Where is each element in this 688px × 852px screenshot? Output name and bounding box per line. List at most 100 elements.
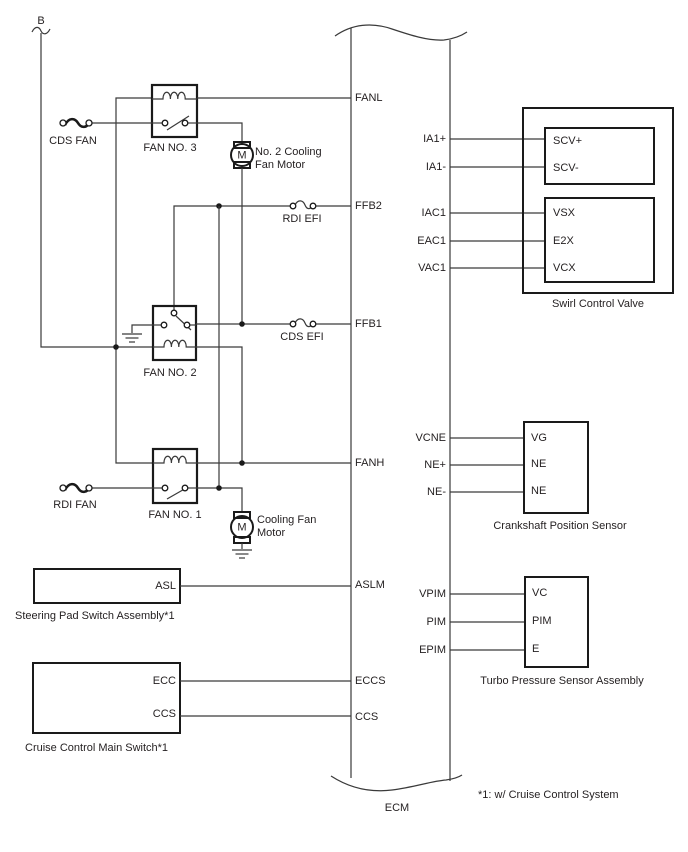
- ecm-pin-vac1: VAC1: [418, 262, 446, 274]
- wire-fan3-to-no2motor: [197, 122, 243, 144]
- motor-terminal-cap: [233, 511, 251, 519]
- ecm-pin-pim: PIM: [426, 616, 446, 628]
- motor-m-symbol: M: [237, 522, 246, 534]
- ecm-label: ECM: [385, 802, 409, 814]
- turbo-pin-pim: PIM: [532, 615, 552, 627]
- steering-pad-switch-label: Steering Pad Switch Assembly*1: [15, 610, 175, 622]
- junction-dot: [239, 460, 245, 466]
- wire-fan2coil-to-fanh: [196, 346, 243, 463]
- ecm-pin-neplus: NE+: [424, 459, 446, 471]
- ecm-pin-fanl: FANL: [355, 92, 383, 104]
- swirl-pin-scvplus: SCV+: [553, 135, 582, 147]
- wire-fan1-to-motor: [197, 487, 243, 513]
- fan-no2-relay-box: [151, 304, 198, 362]
- crankshaft-position-sensor-box: [523, 421, 589, 514]
- turbo-pin-vc: VC: [532, 587, 547, 599]
- swirl-inner-box-scv: [544, 127, 655, 185]
- ecm-pin-epim: EPIM: [419, 644, 446, 656]
- cds-efi-label: CDS EFI: [280, 331, 323, 343]
- no2-cooling-fan-motor-label-line2: Fan Motor: [255, 159, 305, 171]
- switch-terminal: [181, 484, 189, 492]
- ecm-pin-ccs: CCS: [355, 711, 378, 723]
- switch-terminal: [161, 484, 169, 492]
- no2-cooling-fan-motor-icon: [230, 143, 254, 167]
- rdi-efi-label: RDI EFI: [282, 213, 321, 225]
- wire-fan2arm-to-rdiefi: [173, 205, 290, 310]
- turbo-pressure-sensor-label: Turbo Pressure Sensor Assembly: [480, 675, 644, 687]
- ecm-pin-neminus: NE-: [427, 486, 446, 498]
- ecm-top-break-line: [334, 24, 468, 41]
- motor-terminal-cap: [233, 141, 251, 149]
- fan-no3-label: FAN NO. 3: [143, 142, 196, 154]
- crank-pin-ne1: NE: [531, 458, 546, 470]
- swirl-inner-box-vsx: [544, 197, 655, 283]
- fuse-terminal: [59, 119, 67, 127]
- ecm-pin-vcne: VCNE: [415, 432, 446, 444]
- fan-no3-coil-icon: [152, 91, 197, 100]
- cooling-fan-motor-label-line2: Motor: [257, 527, 285, 539]
- fan-no3-switch-arm: [166, 115, 190, 131]
- turbo-pin-e: E: [532, 643, 539, 655]
- footnote: *1: w/ Cruise Control System: [478, 789, 619, 801]
- ecm-pin-ffb2: FFB2: [355, 200, 382, 212]
- fan-no2-label: FAN NO. 2: [143, 367, 196, 379]
- fuse-terminal: [289, 320, 297, 328]
- crankshaft-position-sensor-label: Crankshaft Position Sensor: [493, 520, 627, 532]
- wire-break-icon: [31, 26, 51, 35]
- ecm-pin-fanh: FANH: [355, 457, 384, 469]
- ground-icon: [122, 333, 142, 343]
- junction-dot: [216, 485, 222, 491]
- swirl-control-valve-label: Swirl Control Valve: [552, 298, 644, 310]
- fan-no1-label: FAN NO. 1: [148, 509, 201, 521]
- cruise-pin-ccs: CCS: [153, 708, 176, 720]
- ground-icon: [232, 549, 252, 559]
- ecm-pin-vpim: VPIM: [419, 588, 446, 600]
- turbo-pressure-sensor-box: [524, 576, 589, 668]
- rdi-fan-label: RDI FAN: [53, 499, 96, 511]
- swirl-pin-e2x: E2X: [553, 235, 574, 247]
- wire-fan2-to-ground: [131, 324, 153, 333]
- connector-b-label: B: [37, 15, 44, 27]
- ecm-pin-ia1minus: IA1-: [426, 161, 447, 173]
- ecm-pin-iac1: IAC1: [422, 207, 446, 219]
- fuse-terminal: [85, 484, 93, 492]
- cruise-pin-ecc: ECC: [153, 675, 176, 687]
- switch-terminal: [161, 119, 169, 127]
- fan-no1-coil-icon: [153, 455, 198, 464]
- switch-terminal: [183, 321, 191, 329]
- ecm-pin-eccs: ECCS: [355, 675, 386, 687]
- cruise-control-switch-box: [32, 662, 181, 734]
- swirl-control-valve-box: [522, 107, 674, 294]
- fan-no3-relay-box: [150, 83, 199, 139]
- ecm-pin-eac1: EAC1: [417, 235, 446, 247]
- crank-pin-vg: VG: [531, 432, 547, 444]
- steering-pin-asl: ASL: [155, 580, 176, 592]
- switch-terminal: [181, 119, 189, 127]
- ecm-bottom-break-line: [330, 774, 463, 792]
- switch-terminal: [160, 321, 168, 329]
- ecm-pin-aslm: ASLM: [355, 579, 385, 591]
- cruise-control-switch-label: Cruise Control Main Switch*1: [25, 742, 168, 754]
- crank-pin-ne2: NE: [531, 485, 546, 497]
- wire-b-to-fan2-coil: [40, 33, 153, 348]
- fuse-terminal: [59, 484, 67, 492]
- fuse-terminal: [85, 119, 93, 127]
- swirl-pin-vcx: VCX: [553, 262, 576, 274]
- fuse-terminal: [309, 202, 317, 210]
- motor-m-symbol: M: [237, 150, 246, 162]
- swirl-pin-scvminus: SCV-: [553, 162, 579, 174]
- fan-no1-relay-box: [151, 447, 199, 505]
- fan-no2-coil-icon: [153, 339, 197, 348]
- motor-terminal-cap: [233, 536, 251, 544]
- switch-terminal: [170, 309, 178, 317]
- wire-coil-common-feed: [115, 97, 153, 464]
- fuse-terminal: [309, 320, 317, 328]
- swirl-pin-vsx: VSX: [553, 207, 576, 219]
- cooling-fan-motor-label-line1: Cooling Fan: [257, 514, 316, 526]
- cds-fan-label: CDS FAN: [49, 135, 97, 147]
- no2-cooling-fan-motor-label-line1: No. 2 Cooling: [255, 146, 322, 158]
- junction-dot: [239, 321, 245, 327]
- junction-dot: [113, 344, 119, 350]
